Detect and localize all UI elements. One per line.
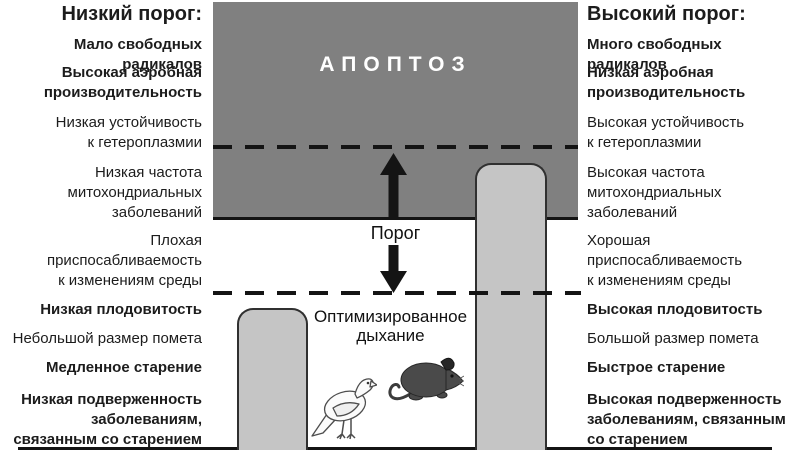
- high-item-aerobic-capacity: Низкая аэробная производительность: [587, 64, 746, 101]
- low-item-mito-disease: Низкая частота митохондриальных заболева…: [67, 164, 202, 221]
- high-item-litter-size: Большой размер помета: [587, 330, 759, 347]
- baseline: [18, 447, 772, 450]
- high-threshold-title: Высокий порог:: [587, 3, 746, 25]
- low-item-litter-size: Небольшой размер помета: [12, 330, 202, 347]
- low-item-fertility: Низкая плодовитость: [40, 301, 202, 318]
- low-threshold-bar: [237, 308, 308, 450]
- high-item-aging-speed: Быстрое старение: [587, 359, 726, 376]
- high-item-disease-susceptibility: Высокая подверженность заболеваниям, свя…: [587, 391, 786, 448]
- high-item-fertility: Высокая плодовитость: [587, 301, 763, 318]
- optimized-breathing-label: Оптимизированное дыхание: [313, 307, 468, 345]
- low-item-aging-speed: Медленное старение: [46, 359, 202, 376]
- apoptosis-label: АПОПТОЗ: [319, 53, 472, 76]
- low-item-adaptability: Плохая приспосабливаемость к изменениям …: [46, 232, 202, 289]
- lower-threshold-dashed-line: [213, 291, 581, 295]
- high-threshold-bar: [475, 163, 547, 450]
- low-item-aerobic-capacity: Высокая аэробная производительность: [43, 64, 202, 101]
- low-item-disease-susceptibility: Низкая подверженность заболеваниям, связ…: [13, 391, 202, 448]
- high-item-heteroplasmy: Высокая устойчивость к гетероплазмии: [587, 114, 745, 151]
- high-item-free-radicals: Много свободных радикалов: [587, 36, 722, 73]
- low-item-heteroplasmy: Низкая устойчивость к гетероплазмии: [55, 114, 202, 151]
- low-item-free-radicals: Мало свободных радикалов: [73, 36, 202, 73]
- pigeon-icon: [311, 378, 377, 440]
- threshold-label: Порог: [370, 223, 421, 243]
- rat-icon: [388, 357, 464, 401]
- upper-threshold-dashed-line: [213, 145, 578, 149]
- high-item-adaptability: Хорошая приспосабливаемость к изменениям…: [587, 232, 743, 289]
- low-threshold-title: Низкий порог:: [61, 3, 202, 25]
- up-arrow-icon: [380, 153, 407, 219]
- down-arrow-icon: [380, 245, 407, 293]
- high-item-mito-disease: Высокая частота митохондриальных заболев…: [587, 164, 722, 221]
